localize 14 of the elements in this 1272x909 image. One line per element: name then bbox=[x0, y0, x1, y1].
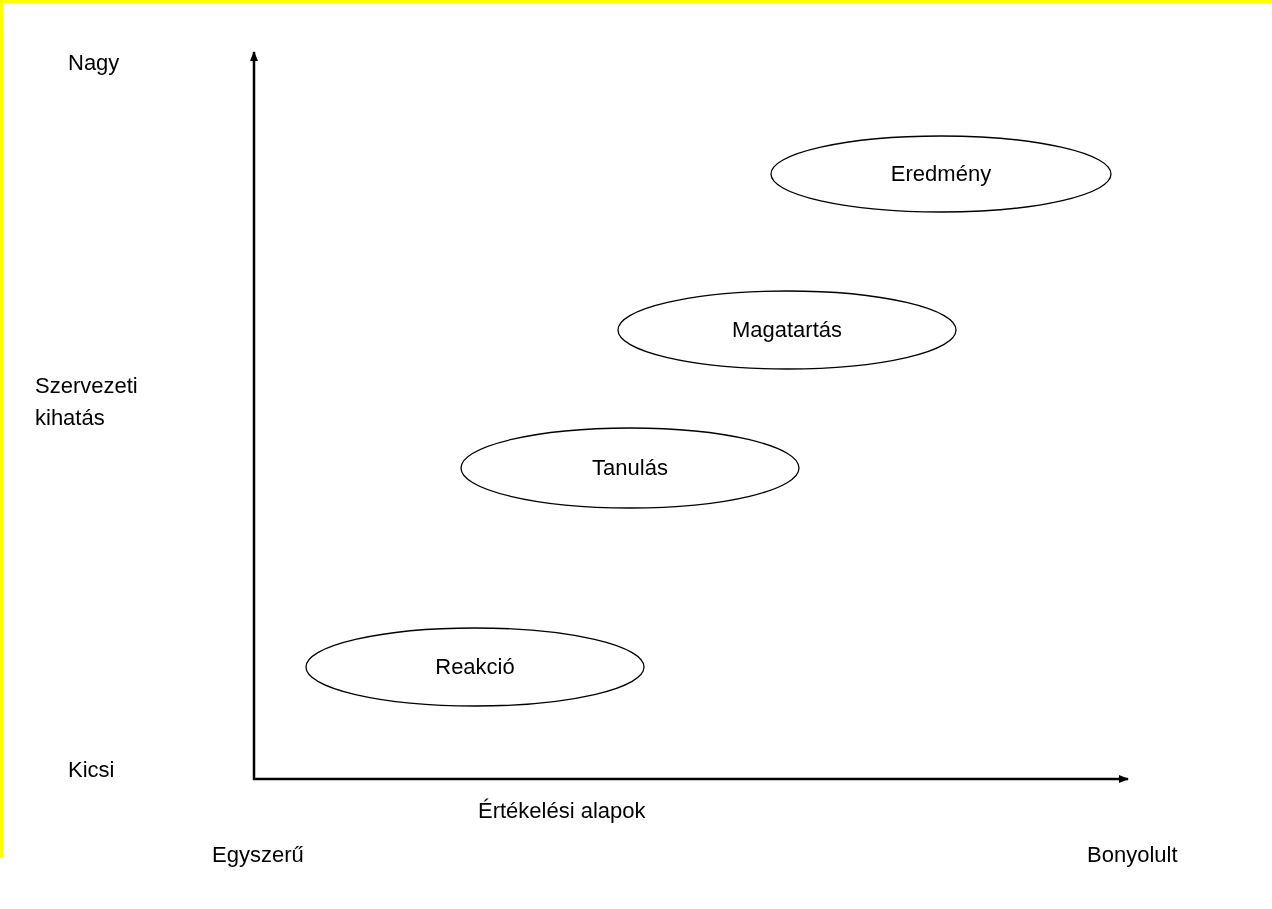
axis-label: Szervezeti kihatás bbox=[35, 372, 139, 432]
node-label: Eredmény bbox=[890, 161, 992, 187]
node-label: Magatartás bbox=[731, 317, 843, 343]
axis-label: Nagy bbox=[68, 49, 120, 77]
axis-label: Kicsi bbox=[68, 756, 115, 784]
node-label: Reakció bbox=[435, 654, 515, 680]
ellipse-node bbox=[617, 290, 957, 370]
ellipse-node bbox=[460, 427, 800, 509]
axis-label: Értékelési alapok bbox=[478, 797, 646, 825]
ellipse-node bbox=[770, 135, 1112, 213]
axis-label: Egyszerű bbox=[212, 841, 304, 869]
axis-label: Bonyolult bbox=[1087, 841, 1178, 869]
node-label: Tanulás bbox=[592, 455, 668, 481]
ellipse-node bbox=[305, 627, 645, 707]
